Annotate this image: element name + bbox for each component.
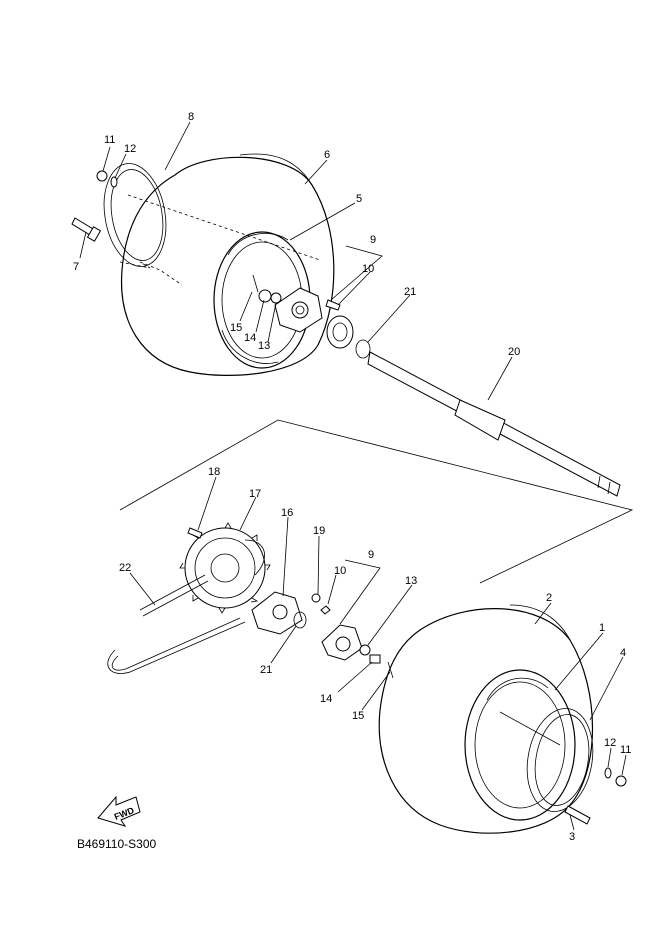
bolt-10-lower [320,605,331,615]
callout-9-lower: 9 [368,549,374,561]
callout-3: 3 [569,831,575,843]
callout-18: 18 [208,466,220,478]
callout-5: 5 [356,193,362,205]
callout-12-upper: 12 [124,143,136,155]
washer-13-lower [359,644,371,656]
upper-wheel-assembly [71,153,621,497]
callout-7: 7 [73,261,79,273]
callout-11-upper: 11 [104,134,115,146]
rear-axle [367,351,621,497]
pin-15-upper [252,274,259,293]
lower-assembly [107,522,627,834]
callout-4: 4 [620,647,626,659]
callout-21-upper: 21 [404,286,416,298]
callout-13-upper: 13 [258,340,270,352]
washer-14-upper [270,292,282,304]
washer-12-lower [604,767,612,779]
wheel-hub-lower [321,624,363,661]
sprocket [179,522,271,614]
bolt-10-upper [325,299,341,311]
rim-flange-lower [526,708,594,812]
valve-stem-lower [564,805,591,825]
nut-14-lower [369,654,381,664]
callout-11-lower: 11 [620,744,631,756]
o-ring-21-upper [355,339,371,359]
nut-19 [311,593,321,603]
nut-11-lower [615,775,627,787]
callout-21-lower: 21 [260,664,272,676]
callout-14-lower: 14 [320,693,332,705]
washer-12-upper [110,176,118,188]
callout-9-upper: 9 [370,234,376,246]
callout-20: 20 [508,346,520,358]
callout-15-upper: 15 [230,322,242,334]
pin-15-lower [387,661,394,679]
diagram-code: B469110-S300 [77,837,157,851]
callout-2: 2 [546,592,552,604]
leader-lines [79,121,627,831]
callout-22: 22 [119,562,131,574]
callout-14-upper: 14 [244,332,256,344]
callout-12-lower: 12 [604,737,616,749]
o-ring-21-lower [293,611,307,629]
callout-6: 6 [324,149,330,161]
rim-flange-upper [103,163,167,267]
callout-8: 8 [188,111,194,123]
callout-10-lower: 10 [334,565,346,577]
assembly-plane [119,419,634,584]
callout-10-upper: 10 [362,263,374,275]
callout-19: 19 [313,525,325,537]
callout-1: 1 [599,622,605,634]
bearing-housing [326,315,354,349]
nut-13-upper [258,289,272,303]
sprocket-hub [251,591,303,635]
bolt-18 [187,527,203,539]
tire-lower [378,604,594,834]
valve-stem-upper [71,217,102,242]
wheel-hub-upper [274,287,323,333]
nut-11-upper [96,170,108,182]
callout-labels: 11 12 8 6 5 7 9 10 21 20 15 14 13 18 17 … [73,111,631,843]
callout-17: 17 [249,488,261,500]
callout-13-lower: 13 [405,575,417,587]
callout-16: 16 [281,507,293,519]
callout-15-lower: 15 [352,710,364,722]
drive-chain [107,539,265,674]
fwd-arrow-icon: FWD [97,795,141,827]
